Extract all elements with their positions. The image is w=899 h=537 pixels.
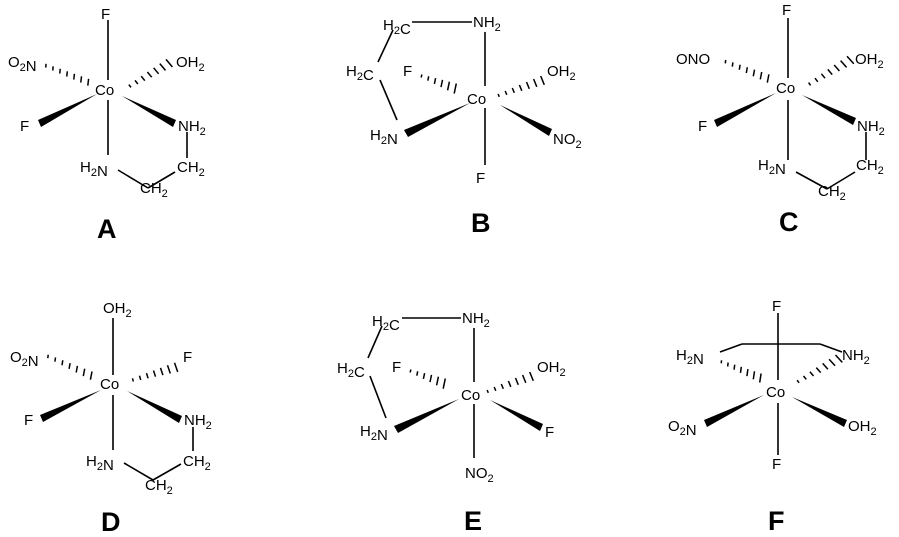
structure-label: E bbox=[464, 506, 482, 536]
axial-bottom-ligand: F bbox=[772, 456, 781, 473]
structure-label: D bbox=[101, 507, 121, 537]
chelate-amine-left: H2N bbox=[676, 347, 704, 368]
structure-a: Co F O2N OH2 F NH2 H2N CH2 CH2 A bbox=[8, 6, 206, 244]
axial-bottom-ligand: NO2 bbox=[465, 465, 494, 485]
chelate-amine-left: H2N bbox=[370, 127, 398, 148]
hashed-bond bbox=[720, 360, 762, 383]
metal-center: Co bbox=[100, 376, 119, 393]
chelate-amine-left: H2N bbox=[80, 159, 108, 180]
hashed-bond bbox=[486, 371, 534, 394]
axial-top-ligand: OH2 bbox=[103, 300, 132, 320]
chelate-methylene-top: H2C bbox=[383, 17, 411, 38]
chelate-amine-left: H2N bbox=[360, 423, 388, 444]
lower-left-ligand: F bbox=[20, 118, 29, 135]
axial-bottom-ligand: F bbox=[476, 170, 485, 187]
upper-left-ligand: O2N bbox=[8, 54, 37, 75]
structure-label: C bbox=[779, 207, 799, 237]
structure-label: A bbox=[97, 214, 117, 244]
chelate-methylene-right: CH2 bbox=[183, 453, 211, 473]
hashed-bond bbox=[724, 59, 770, 83]
upper-right-ligand: F bbox=[183, 349, 192, 366]
chelate-amine-right: NH2 bbox=[842, 347, 870, 367]
lower-right-ligand: NO2 bbox=[553, 131, 582, 151]
hashed-bond bbox=[420, 74, 458, 94]
axial-top-ligand: F bbox=[782, 2, 791, 19]
upper-left-ligand: ONO bbox=[676, 51, 710, 68]
chelate-amine-left: H2N bbox=[758, 157, 786, 178]
chelate-methylene-right: CH2 bbox=[856, 157, 884, 177]
chelate-methylene-bottom: CH2 bbox=[818, 183, 846, 203]
hashed-bond bbox=[409, 369, 447, 389]
hashed-bond bbox=[128, 58, 173, 88]
upper-left-ligand: O2N bbox=[10, 349, 39, 370]
structure-label: F bbox=[768, 506, 785, 536]
lower-right-ligand: NH2 bbox=[857, 118, 885, 138]
upper-right-ligand: OH2 bbox=[537, 359, 566, 379]
chelate-methylene-right: CH2 bbox=[177, 159, 205, 179]
hashed-bond bbox=[131, 362, 179, 382]
hashed-bond bbox=[796, 354, 843, 384]
upper-right-ligand: OH2 bbox=[176, 54, 205, 74]
lower-left-ligand: F bbox=[698, 118, 707, 135]
chelate-methylene-left: H2C bbox=[346, 63, 374, 84]
chelate-methylene-left: H2C bbox=[337, 360, 365, 381]
upper-right-ligand: OH2 bbox=[855, 51, 884, 71]
chelate-amine-left: H2N bbox=[86, 453, 114, 474]
hashed-bond bbox=[47, 354, 93, 380]
chelate-methylene-bottom: CH2 bbox=[145, 477, 173, 497]
hashed-bond bbox=[807, 55, 855, 86]
hashed-bond bbox=[45, 63, 90, 86]
structure-d: Co OH2 O2N F F NH2 H2N CH2 CH2 D bbox=[10, 300, 212, 537]
chelate-methylene-top: H2C bbox=[372, 313, 400, 334]
upper-left-ligand: F bbox=[403, 63, 412, 80]
metal-center: Co bbox=[776, 80, 795, 97]
chelate-amine-top: NH2 bbox=[473, 14, 501, 34]
metal-center: Co bbox=[766, 384, 785, 401]
structure-label: B bbox=[471, 208, 491, 238]
metal-center: Co bbox=[461, 387, 480, 404]
lower-left-ligand: F bbox=[24, 412, 33, 429]
upper-left-ligand: F bbox=[392, 359, 401, 376]
metal-center: Co bbox=[467, 91, 486, 108]
structure-b: Co F F OH2 NO2 NH2 H2C H2C H2N B bbox=[346, 14, 582, 238]
structure-e: Co NO2 F OH2 F NH2 H2C H2C H2N E bbox=[337, 310, 566, 536]
axial-top-ligand: F bbox=[772, 298, 781, 315]
chelate-amine-top: NH2 bbox=[462, 310, 490, 330]
metal-center: Co bbox=[95, 82, 114, 99]
hashed-bond bbox=[497, 75, 545, 98]
lower-right-ligand: NH2 bbox=[178, 118, 206, 138]
structure-f: Co F F O2N OH2 H2N NH2 F bbox=[668, 298, 877, 536]
upper-right-ligand: OH2 bbox=[547, 63, 576, 83]
lower-right-ligand: F bbox=[545, 424, 554, 441]
chelate-methylene-bottom: CH2 bbox=[140, 180, 168, 200]
structure-c: Co F ONO OH2 F NH2 H2N CH2 CH2 C bbox=[676, 2, 885, 237]
lower-right-ligand: NH2 bbox=[184, 412, 212, 432]
lower-right-ligand: OH2 bbox=[848, 418, 877, 438]
axial-top-ligand: F bbox=[101, 6, 110, 23]
lower-left-ligand: O2N bbox=[668, 418, 697, 439]
